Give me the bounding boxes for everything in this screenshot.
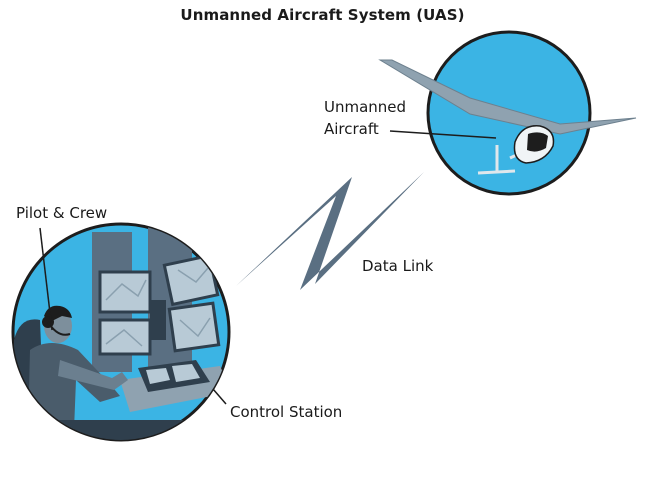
control-station-label: Control Station bbox=[230, 403, 343, 421]
aircraft-label-line1: Unmanned bbox=[324, 98, 407, 116]
pilot-leader-line bbox=[39, 227, 53, 331]
aircraft-label-line2: Aircraft bbox=[324, 120, 379, 138]
control-station-illustration bbox=[11, 222, 231, 442]
aircraft-wing bbox=[378, 59, 637, 135]
control-station-leader-line bbox=[212, 388, 227, 405]
data-link-label: Data Link bbox=[362, 257, 434, 275]
data-link-bolt-icon bbox=[236, 172, 424, 290]
aircraft-label: Unmanned Aircraft bbox=[324, 96, 444, 140]
aircraft-illustration bbox=[378, 30, 637, 196]
pilot-label: Pilot & Crew bbox=[16, 204, 108, 222]
diagram-title: Unmanned Aircraft System (UAS) bbox=[180, 6, 465, 24]
aircraft-leader-line bbox=[389, 130, 497, 139]
